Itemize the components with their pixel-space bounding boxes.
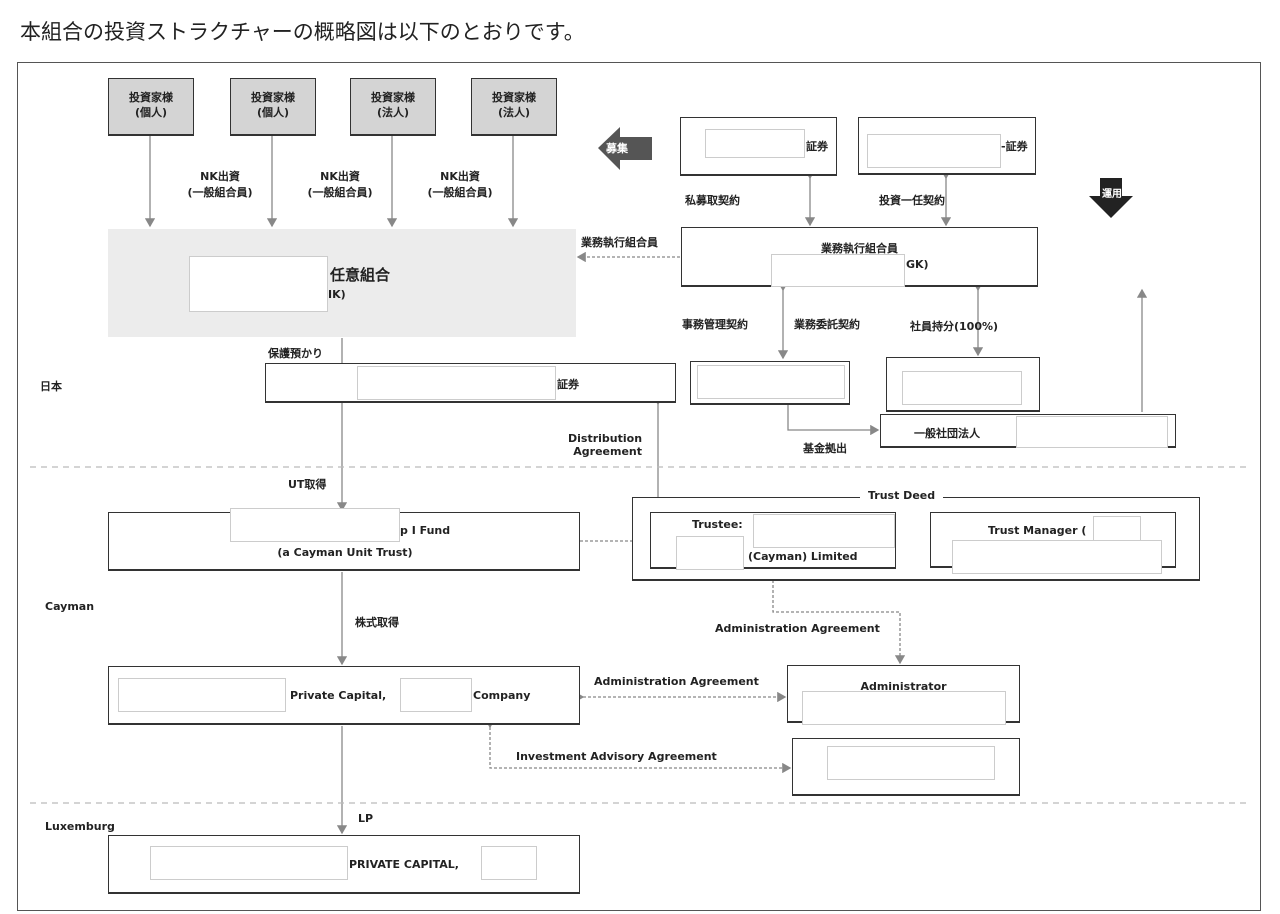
custodian-label: 証券 bbox=[557, 378, 579, 391]
redaction bbox=[481, 846, 537, 880]
administrator-label: Administrator bbox=[860, 680, 947, 693]
recruit-label: 募集 bbox=[606, 142, 628, 155]
ut-label: UT取得 bbox=[288, 478, 327, 491]
admin-mgmt-label: 事務管理契約 bbox=[682, 318, 748, 331]
investor-individual-1: 投資家様 (個人) bbox=[108, 78, 194, 136]
admin-agreement-label-2: Administration Agreement bbox=[594, 675, 759, 688]
operate-label: 運用 bbox=[1102, 189, 1122, 200]
redaction bbox=[697, 365, 845, 399]
securities-2-label: -証券 bbox=[1001, 140, 1028, 153]
operate-arrow bbox=[1089, 178, 1133, 218]
investor-corporate-1: 投資家様 (法人) bbox=[350, 78, 436, 136]
redaction bbox=[952, 540, 1162, 574]
redaction bbox=[802, 691, 1006, 725]
discretionary-label: 投資一任契約 bbox=[879, 194, 945, 207]
investor-label: 投資家様 bbox=[129, 91, 173, 104]
redaction bbox=[357, 366, 556, 400]
partnership-box bbox=[108, 229, 576, 337]
securities-1-label: 証券 bbox=[806, 140, 828, 153]
custody-label: 保護預かり bbox=[268, 347, 323, 360]
gp-arrow-label: 業務執行組合員 bbox=[581, 236, 658, 249]
advisory-label: Investment Advisory Agreement bbox=[516, 750, 717, 763]
nk-label-2: NK出資(一般組合員) bbox=[307, 170, 373, 199]
redaction bbox=[400, 678, 472, 712]
fund-name: p I Fund bbox=[400, 524, 451, 537]
lp-label: LP bbox=[358, 812, 374, 825]
investor-type: (法人) bbox=[376, 106, 410, 119]
investor-type: (個人) bbox=[134, 106, 168, 119]
trustee-label: Trustee: bbox=[692, 518, 743, 531]
region-luxemburg: Luxemburg bbox=[45, 820, 115, 833]
admin-agreement-label-1: Administration Agreement bbox=[715, 622, 880, 635]
nk-label-3: NK出資(一般組合員) bbox=[427, 170, 493, 199]
association-label: 一般社団法人 bbox=[914, 427, 980, 440]
page-title: 本組合の投資ストラクチャーの概略図は以下のとおりです。 bbox=[20, 20, 585, 44]
trustee-name: (Cayman) Limited bbox=[748, 550, 858, 563]
redaction bbox=[150, 846, 348, 880]
redaction bbox=[867, 134, 1001, 168]
partnership-name: 任意組合 bbox=[330, 266, 391, 284]
shares-label: 株式取得 bbox=[355, 616, 399, 629]
lux-entity-name: PRIVATE CAPITAL, bbox=[349, 858, 459, 871]
investor-corporate-2: 投資家様 (法人) bbox=[471, 78, 557, 136]
fund-type: (a Cayman Unit Trust) bbox=[277, 546, 413, 559]
investor-label: 投資家様 bbox=[371, 91, 415, 104]
redaction bbox=[771, 254, 905, 287]
private-placement-label: 私募取契約 bbox=[685, 194, 740, 207]
redaction bbox=[230, 508, 400, 542]
investor-type: (法人) bbox=[497, 106, 531, 119]
diagram-frame bbox=[17, 62, 1261, 911]
redaction bbox=[753, 514, 895, 548]
trust-manager-label: Trust Manager ( bbox=[988, 524, 1087, 537]
company-suffix: Company bbox=[473, 689, 531, 702]
redaction bbox=[902, 371, 1022, 405]
equity-label: 社員持分(100%) bbox=[910, 320, 999, 333]
redaction bbox=[676, 536, 744, 570]
gp-suffix: GK) bbox=[906, 258, 929, 271]
company-name: Private Capital, bbox=[290, 689, 387, 702]
trust-deed-label: Trust Deed bbox=[860, 489, 944, 502]
gp-title: 業務執行組合員 bbox=[821, 242, 898, 255]
nk-label-1: NK出資(一般組合員) bbox=[187, 170, 253, 199]
redaction bbox=[118, 678, 286, 712]
redaction bbox=[189, 256, 328, 312]
redaction bbox=[827, 746, 995, 780]
investor-label: 投資家様 bbox=[492, 91, 536, 104]
partnership-suffix: IK) bbox=[328, 288, 346, 301]
investor-type: (個人) bbox=[256, 106, 290, 119]
region-cayman: Cayman bbox=[45, 600, 95, 613]
outsourcing-label: 業務委託契約 bbox=[794, 318, 860, 331]
fund-contribution-label: 基金拠出 bbox=[803, 442, 847, 455]
region-japan: 日本 bbox=[40, 380, 62, 393]
redaction bbox=[1016, 416, 1168, 448]
investor-individual-2: 投資家様 (個人) bbox=[230, 78, 316, 136]
redaction bbox=[705, 129, 805, 158]
investor-label: 投資家様 bbox=[251, 91, 295, 104]
recruit-arrow bbox=[598, 127, 652, 170]
